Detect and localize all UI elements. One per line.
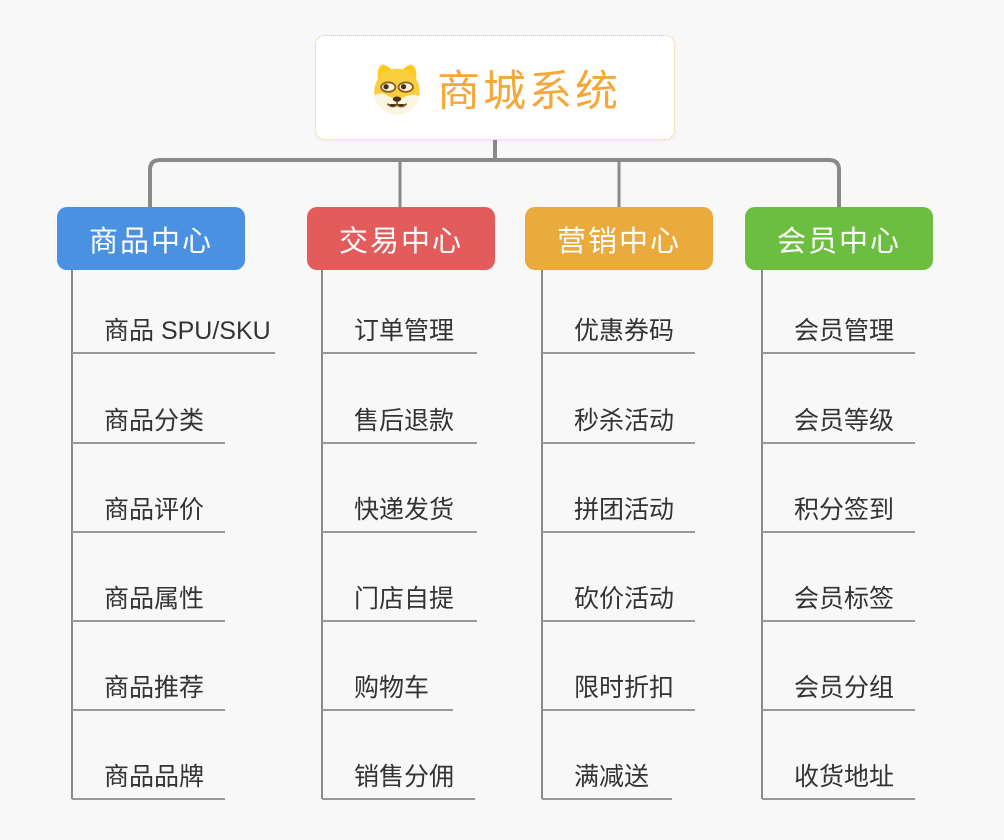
leaf-node[interactable]: 商品推荐 <box>72 665 225 711</box>
branch-node-member[interactable]: 会员中心 <box>745 207 933 270</box>
leaf-node[interactable]: 售后退款 <box>322 398 477 444</box>
leaf-node[interactable]: 收货地址 <box>762 754 915 800</box>
leaf-node[interactable]: 商品品牌 <box>72 754 225 800</box>
leaf-node[interactable]: 商品评价 <box>72 487 225 533</box>
doge-icon <box>374 63 420 114</box>
leaf-node[interactable]: 积分签到 <box>762 487 915 533</box>
root-node[interactable]: 商城系统 <box>315 35 675 140</box>
leaf-node[interactable]: 满减送 <box>542 754 672 800</box>
leaf-node[interactable]: 优惠券码 <box>542 308 695 354</box>
leaf-node[interactable]: 门店自提 <box>322 576 477 622</box>
leaf-node[interactable]: 会员管理 <box>762 308 915 354</box>
leaf-node[interactable]: 销售分佣 <box>322 754 475 800</box>
leaf-node[interactable]: 订单管理 <box>322 308 477 354</box>
leaf-node[interactable]: 会员标签 <box>762 576 915 622</box>
root-title: 商城系统 <box>437 67 621 116</box>
leaf-node[interactable]: 限时折扣 <box>542 665 695 711</box>
leaf-node[interactable]: 商品分类 <box>72 398 225 444</box>
leaf-node[interactable]: 会员分组 <box>762 665 915 711</box>
branch-node-trade[interactable]: 交易中心 <box>307 207 495 270</box>
leaf-node[interactable]: 购物车 <box>322 665 453 711</box>
leaf-node[interactable]: 快递发货 <box>322 487 477 533</box>
leaf-node[interactable]: 商品 SPU/SKU <box>72 308 275 354</box>
leaf-node[interactable]: 秒杀活动 <box>542 398 695 444</box>
leaf-node[interactable]: 砍价活动 <box>542 576 695 622</box>
branch-node-marketing[interactable]: 营销中心 <box>525 207 713 270</box>
leaf-node[interactable]: 拼团活动 <box>542 487 695 533</box>
leaf-node[interactable]: 商品属性 <box>72 576 225 622</box>
leaf-node[interactable]: 会员等级 <box>762 398 915 444</box>
branch-node-product[interactable]: 商品中心 <box>57 207 245 270</box>
